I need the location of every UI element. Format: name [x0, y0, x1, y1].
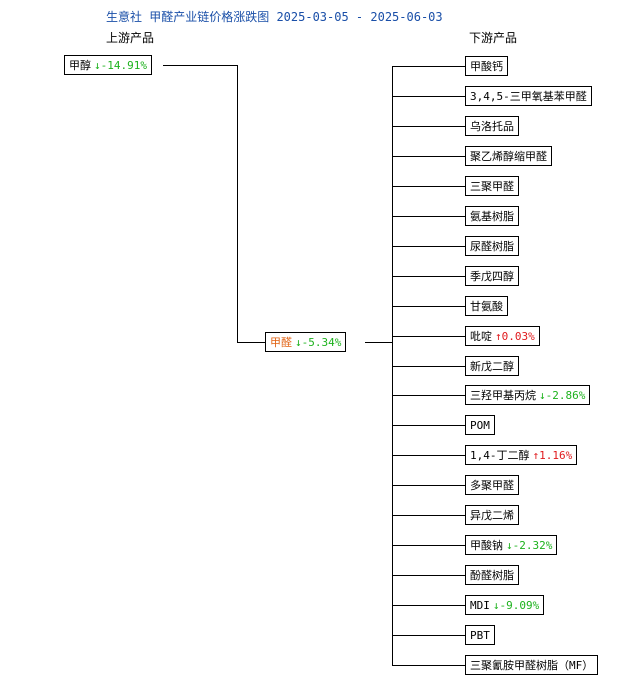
- downstream-product-name: MDI: [470, 599, 490, 612]
- downstream-branch-line: [392, 515, 465, 516]
- center-connector-right: [365, 342, 393, 343]
- downstream-branch-line: [392, 66, 465, 67]
- downstream-product-change: 1.16%: [539, 449, 573, 462]
- downstream-product-name: 尿醛树脂: [470, 240, 514, 253]
- downstream-branch-line: [392, 186, 465, 187]
- downstream-product-box: 甘氨酸: [465, 296, 508, 316]
- downstream-branch-line: [392, 395, 465, 396]
- downstream-branch-line: [392, 96, 465, 97]
- downstream-product-name: 甘氨酸: [470, 300, 503, 313]
- downstream-product-box: 甲酸钠↓-2.32%: [465, 535, 558, 555]
- upstream-product-change: -14.91%: [100, 59, 147, 72]
- downstream-branch-line: [392, 485, 465, 486]
- downstream-product-box: 多聚甲醛: [465, 475, 519, 495]
- downstream-product-box: 聚乙烯醇缩甲醛: [465, 146, 552, 166]
- downstream-branch-line: [392, 665, 465, 666]
- downstream-branch-line: [392, 605, 465, 606]
- downstream-product-box: 季戊四醇: [465, 266, 519, 286]
- downstream-product-box: 三聚甲醛: [465, 176, 519, 196]
- downstream-product-name: 吡啶: [470, 330, 492, 343]
- downstream-product-box: POM: [465, 415, 495, 435]
- downstream-product-name: 三聚氰胺甲醛树脂（MF）: [470, 659, 594, 672]
- downstream-product-box: 1,4-丁二醇↑1.16%: [465, 445, 578, 465]
- center-product-name: 甲醛: [270, 336, 292, 349]
- downstream-product-change: -2.86%: [545, 389, 586, 402]
- downstream-product-name: 甲酸钙: [470, 60, 503, 73]
- downstream-product-box: 吡啶↑0.03%: [465, 326, 540, 346]
- downstream-branch-line: [392, 635, 465, 636]
- downstream-product-name: 3,4,5-三甲氧基苯甲醛: [470, 90, 587, 103]
- downstream-product-name: 氨基树脂: [470, 210, 514, 223]
- downstream-product-box: 乌洛托品: [465, 116, 519, 136]
- downstream-product-change: -2.32%: [512, 539, 553, 552]
- downstream-product-box: PBT: [465, 625, 495, 645]
- downstream-branch-line: [392, 366, 465, 367]
- downstream-branch-line: [392, 246, 465, 247]
- up-arrow-icon: ↑: [495, 330, 502, 343]
- downstream-product-name: 聚乙烯醇缩甲醛: [470, 150, 547, 163]
- downstream-branch-line: [392, 545, 465, 546]
- downstream-product-change: 0.03%: [501, 330, 535, 343]
- downstream-product-box: 甲酸钙: [465, 56, 508, 76]
- downstream-branch-line: [392, 216, 465, 217]
- downstream-product-name: 三聚甲醛: [470, 180, 514, 193]
- downstream-header: 下游产品: [469, 31, 518, 45]
- upstream-product-box: 甲醇↓-14.91%: [64, 55, 152, 75]
- downstream-product-name: 乌洛托品: [470, 120, 514, 133]
- upstream-connector-v: [237, 65, 238, 343]
- chart-title: 生意社 甲醛产业链价格涨跌图 2025-03-05 - 2025-06-03: [106, 10, 443, 24]
- down-arrow-icon: ↓: [94, 59, 101, 72]
- downstream-product-name: 多聚甲醛: [470, 479, 514, 492]
- downstream-product-name: POM: [470, 419, 490, 432]
- downstream-branch-line: [392, 276, 465, 277]
- downstream-product-box: 异戊二烯: [465, 505, 519, 525]
- center-connector-left: [237, 342, 265, 343]
- down-arrow-icon: ↓: [506, 539, 513, 552]
- downstream-product-change: -9.09%: [499, 599, 540, 612]
- center-product-box: 甲醛↓-5.34%: [265, 332, 347, 352]
- downstream-product-box: 三羟甲基丙烷↓-2.86%: [465, 385, 591, 405]
- downstream-product-name: 酚醛树脂: [470, 569, 514, 582]
- downstream-product-name: 新戊二醇: [470, 360, 514, 373]
- upstream-header: 上游产品: [106, 31, 155, 45]
- up-arrow-icon: ↑: [532, 449, 540, 462]
- downstream-branch-line: [392, 336, 465, 337]
- downstream-product-name: 季戊四醇: [470, 270, 514, 283]
- downstream-branch-line: [392, 425, 465, 426]
- downstream-product-name: PBT: [470, 629, 490, 642]
- upstream-connector-h: [163, 65, 238, 66]
- downstream-product-box: 尿醛树脂: [465, 236, 519, 256]
- down-arrow-icon: ↓: [539, 389, 546, 402]
- down-arrow-icon: ↓: [295, 336, 302, 349]
- downstream-branch-line: [392, 156, 465, 157]
- downstream-product-box: 新戊二醇: [465, 356, 519, 376]
- downstream-product-name: 三羟甲基丙烷: [470, 389, 536, 402]
- downstream-product-name: 1,4-丁二醇: [470, 449, 530, 462]
- downstream-product-box: 3,4,5-三甲氧基苯甲醛: [465, 86, 592, 106]
- downstream-product-box: 氨基树脂: [465, 206, 519, 226]
- downstream-product-name: 异戊二烯: [470, 509, 514, 522]
- downstream-product-box: 三聚氰胺甲醛树脂（MF）: [465, 655, 599, 675]
- downstream-branch-line: [392, 575, 465, 576]
- downstream-branch-line: [392, 306, 465, 307]
- downstream-product-name: 甲酸钠: [470, 539, 503, 552]
- downstream-product-box: MDI↓-9.09%: [465, 595, 545, 615]
- downstream-branch-line: [392, 126, 465, 127]
- downstream-product-box: 酚醛树脂: [465, 565, 519, 585]
- upstream-product-name: 甲醇: [69, 59, 91, 72]
- downstream-branch-line: [392, 455, 465, 456]
- center-product-change: -5.34%: [301, 336, 342, 349]
- down-arrow-icon: ↓: [492, 599, 500, 612]
